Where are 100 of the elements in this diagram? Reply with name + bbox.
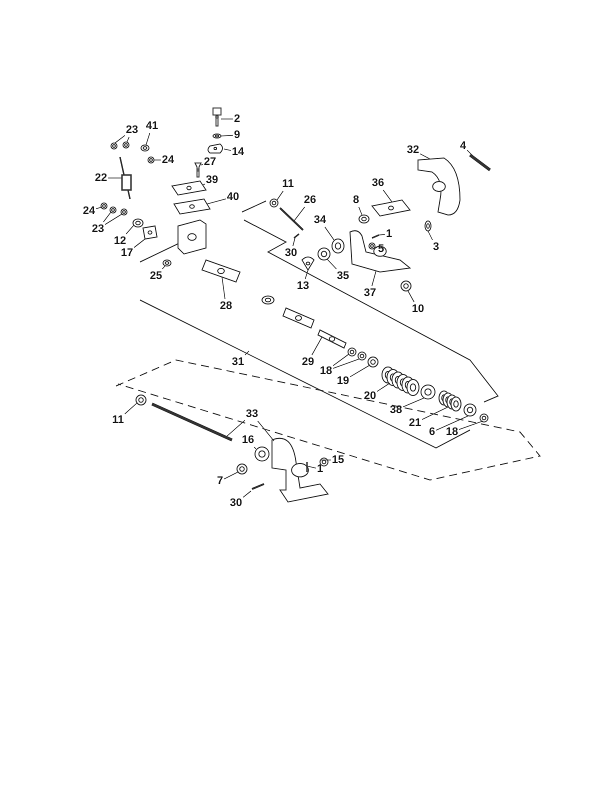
callout-number: 36 [372, 177, 384, 189]
callout-number: 23 [126, 124, 138, 136]
pedal-pad-drawing [371, 199, 411, 217]
leader-line [420, 153, 430, 160]
callout-number: 26 [304, 194, 316, 206]
callout-number: 39 [206, 174, 218, 186]
seal-drawing [348, 348, 356, 356]
bracket-drawing [142, 225, 158, 240]
callout-number: 21 [408, 417, 422, 429]
cover-plate-drawing [171, 180, 207, 196]
callout-number: 33 [246, 408, 258, 420]
washer-drawing [358, 214, 370, 224]
washer-drawing [318, 248, 330, 260]
callout-number: 9 [234, 129, 240, 141]
callout-number: 28 [220, 300, 232, 312]
pin-drawing [252, 483, 264, 490]
leader-line [114, 135, 126, 144]
nut-drawing [400, 280, 412, 292]
callout-number: 27 [204, 156, 216, 168]
leader-line [332, 354, 350, 366]
callout-number: 4 [460, 140, 466, 152]
callout-number: 30 [284, 247, 298, 259]
nut-drawing [368, 242, 376, 250]
leader-line [382, 190, 392, 202]
callout-number: 19 [336, 375, 350, 387]
leader-line [402, 398, 424, 408]
nut-drawing [136, 394, 146, 406]
callout-number: 7 [216, 475, 224, 487]
callout-number: 34 [314, 214, 326, 226]
fitting-drawing [110, 206, 116, 214]
callout-number: 22 [94, 172, 108, 184]
callout-number: 12 [114, 235, 126, 247]
nut-drawing [270, 198, 278, 208]
leader-line [358, 206, 362, 216]
leader-line [257, 420, 274, 442]
leader-line [220, 134, 234, 136]
pin-drawing [372, 234, 380, 239]
bolt-drawing [148, 156, 154, 164]
fitting-drawing [140, 144, 150, 152]
callout-number: 6 [428, 426, 436, 438]
leader-line [254, 446, 256, 450]
leader-line [306, 466, 316, 468]
leader-line [242, 490, 252, 498]
fitting-drawing [120, 208, 128, 216]
brake-pedal-drawing [272, 438, 328, 502]
callout-number: 17 [120, 247, 134, 259]
spring-drawing [382, 366, 420, 396]
leader-line [350, 364, 370, 378]
leader-line [422, 406, 448, 420]
callout-number: 25 [150, 270, 162, 282]
leader-line [372, 270, 376, 286]
bolt-drawing [469, 154, 491, 172]
leader-line [312, 336, 322, 356]
leader-line [134, 238, 146, 248]
leader-line [200, 164, 204, 166]
washer-drawing [132, 218, 144, 228]
bolt-drawing [100, 202, 108, 210]
leader-line [124, 402, 138, 414]
leader-line [103, 212, 112, 222]
callout-number: 16 [242, 434, 254, 446]
callout-number: 35 [336, 270, 350, 282]
leader-line [226, 420, 246, 438]
screw-drawing [194, 162, 202, 178]
pedal-arm-drawing [418, 158, 460, 216]
seal-drawing [480, 414, 488, 422]
fitting-drawing [110, 142, 118, 150]
callout-number: 37 [364, 287, 376, 299]
callout-number: 30 [230, 497, 242, 509]
rod-drawing [151, 402, 233, 442]
callout-number: 1 [316, 463, 324, 475]
leader-line [408, 290, 414, 302]
leader-line [96, 206, 102, 210]
leader-line [332, 358, 360, 369]
leader-line [224, 472, 238, 480]
leader-line [202, 184, 206, 186]
leader-line [162, 266, 166, 270]
boot-drawing [438, 390, 462, 412]
clip-drawing [208, 144, 223, 154]
leader-line [428, 230, 433, 240]
callout-number: 20 [364, 390, 376, 402]
leader-line [326, 258, 337, 270]
callout-number: 8 [352, 194, 360, 206]
piston-drawing [201, 259, 241, 283]
callout-number: 18 [446, 426, 458, 438]
leader-line [126, 136, 130, 142]
cap-drawing [302, 256, 314, 270]
callout-number: 11 [282, 178, 294, 190]
callout-number: 32 [406, 144, 420, 156]
pedal-bracket-drawing [350, 230, 410, 272]
fitting-drawing [122, 142, 130, 148]
callout-number: 10 [412, 303, 424, 315]
callout-number: 11 [112, 414, 124, 426]
leader-line [224, 148, 232, 151]
washer-drawing [368, 356, 378, 368]
leader-line [146, 132, 150, 146]
leader-line [126, 224, 134, 234]
callout-number: 24 [162, 154, 174, 166]
leader-line [436, 416, 468, 431]
seal-drawing [358, 352, 366, 360]
fitting-drawing [162, 260, 172, 266]
